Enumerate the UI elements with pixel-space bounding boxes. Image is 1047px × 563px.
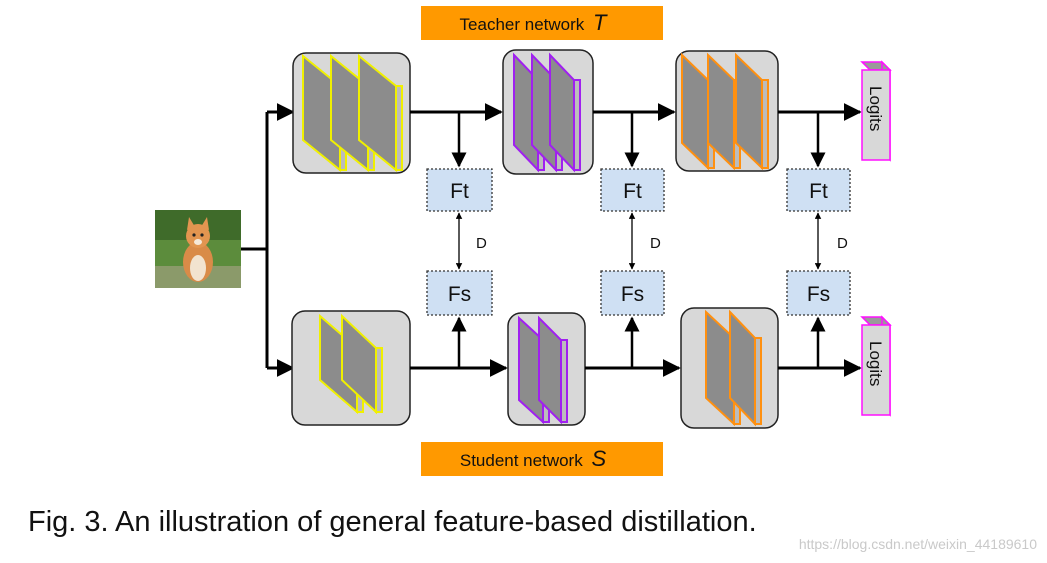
teacher-banner: Teacher network T [421, 6, 663, 40]
svg-text:Student network S: Student network S [460, 446, 607, 471]
student-feature-label: Fs [448, 283, 471, 306]
distillation-diagram: Teacher network T Student network S [155, 6, 892, 476]
kitten-photo-icon [155, 210, 241, 288]
feature-branch-arrows [451, 112, 826, 368]
teacher-block-2 [502, 49, 594, 175]
logits-label: Logits [866, 341, 885, 386]
watermark-url: https://blog.csdn.net/weixin_44189610 [798, 536, 1037, 552]
teacher-feature-1: Ft [426, 168, 493, 212]
student-logits: Logits [860, 315, 892, 417]
student-banner: Student network S [421, 442, 663, 476]
teacher-feature-label: Ft [450, 180, 469, 203]
teacher-label: Teacher network [460, 15, 585, 34]
teacher-logits: Logits [860, 60, 892, 162]
teacher-symbol: T [593, 10, 608, 35]
teacher-feature-2: Ft [600, 168, 665, 212]
teacher-feature-label: Ft [809, 180, 828, 203]
distance-label: D [837, 235, 848, 252]
student-block-1 [291, 310, 411, 426]
student-block-3 [680, 307, 779, 429]
student-block-2 [507, 312, 586, 426]
teacher-block-1 [292, 52, 411, 174]
student-label: Student network [460, 451, 583, 470]
student-symbol: S [591, 446, 606, 471]
distance-label: D [476, 235, 487, 252]
logits-label: Logits [866, 86, 885, 131]
teacher-feature-3: Ft [786, 168, 851, 212]
student-feature-2: Fs [600, 270, 665, 316]
svg-text:Teacher network T: Teacher network T [460, 10, 608, 35]
input-branch-lines [241, 103, 295, 377]
distance-arrows [455, 212, 822, 270]
figure-caption: Fig. 3. An illustration of general featu… [28, 506, 757, 538]
student-feature-1: Fs [426, 270, 493, 316]
distance-label: D [650, 235, 661, 252]
teacher-feature-label: Ft [623, 180, 642, 203]
teacher-block-3 [675, 50, 779, 172]
student-feature-label: Fs [621, 283, 644, 306]
student-feature-3: Fs [786, 270, 851, 316]
student-feature-label: Fs [807, 283, 830, 306]
